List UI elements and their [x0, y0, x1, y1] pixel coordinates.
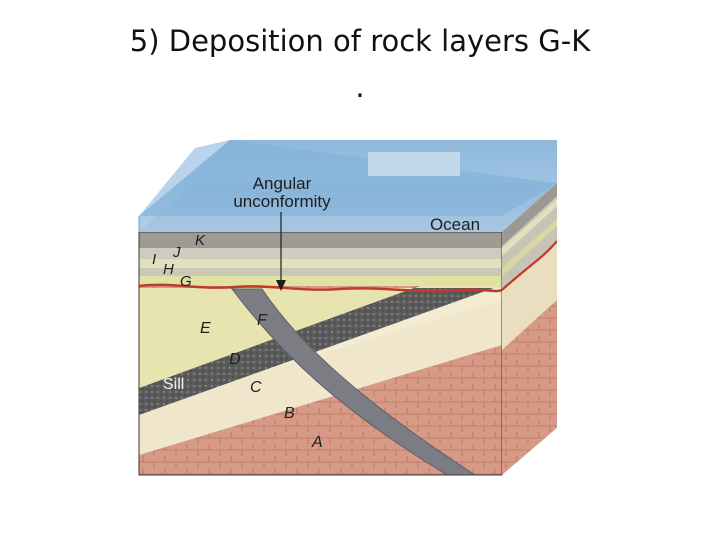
angular-label: Angular: [253, 174, 312, 193]
layer-j: [139, 248, 502, 259]
label-f: F: [257, 312, 268, 329]
label-c: C: [250, 379, 262, 396]
layer-k: [139, 232, 502, 248]
label-j: J: [172, 244, 181, 261]
label-h: H: [163, 261, 174, 278]
layer-d: [139, 255, 502, 415]
slide-title: 5) Deposition of rock layers G-K: [129, 24, 591, 58]
side-face: [502, 183, 557, 475]
front-face: [139, 232, 502, 475]
dike-f: [230, 288, 476, 475]
label-g: G: [180, 273, 192, 290]
label-e: E: [200, 320, 211, 337]
ocean-label: Ocean: [430, 215, 480, 234]
layer-e: [139, 256, 502, 388]
title-dot: .: [355, 70, 365, 104]
layer-i: [139, 259, 502, 268]
label-k: K: [195, 232, 206, 249]
water-surface: [139, 140, 557, 216]
arrow-head: [276, 280, 286, 291]
unconformity-label: unconformity: [233, 192, 331, 211]
label-d: D: [229, 351, 241, 368]
layer-g: [139, 276, 502, 286]
sill-label: Sill: [163, 376, 184, 393]
unconformity-line: [139, 283, 502, 293]
label-b: B: [284, 405, 295, 422]
label-i: I: [152, 251, 156, 268]
label-a: A: [311, 434, 323, 451]
layer-h: [139, 268, 502, 276]
